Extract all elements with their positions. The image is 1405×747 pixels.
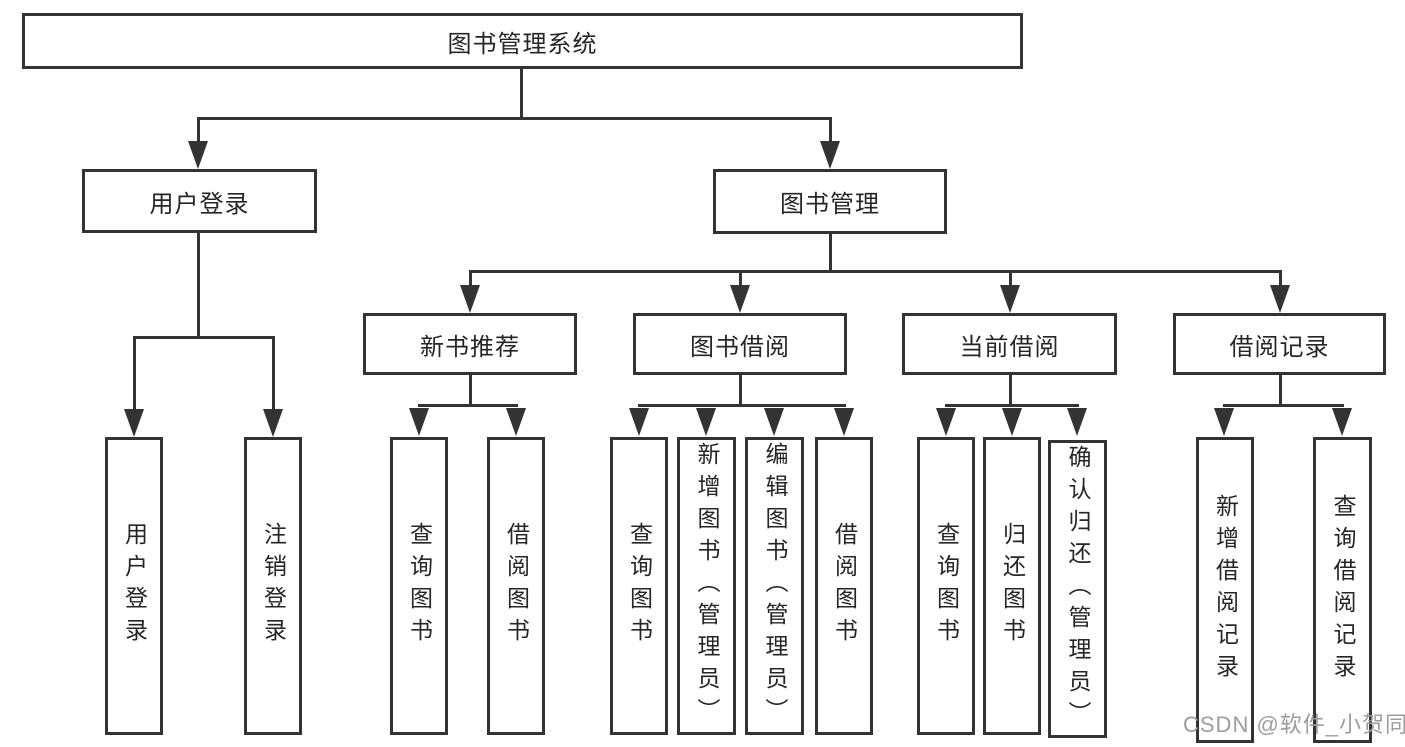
- connector-drop: [1009, 272, 1012, 287]
- connector-drop: [739, 272, 742, 287]
- connector-group-drop: [1279, 375, 1282, 406]
- node-label: 图书借阅: [690, 333, 790, 361]
- connector-drop: [197, 119, 200, 143]
- connector-drop: [272, 338, 275, 410]
- connector-user-login-drop: [197, 233, 200, 339]
- connector-group-drop: [469, 375, 472, 406]
- leaf-label: 新增借阅记录: [1212, 494, 1239, 686]
- arrow-down-icon: [1002, 408, 1022, 436]
- arrow-down-icon: [764, 408, 784, 436]
- leaf-query-books-1: 查询图书: [390, 437, 448, 735]
- arrow-down-icon: [460, 285, 480, 313]
- arrow-down-icon: [820, 141, 840, 169]
- node-label: 图书管理: [780, 191, 880, 218]
- connector-drop: [829, 119, 832, 143]
- leaf-label: 查询借阅记录: [1330, 494, 1356, 686]
- leaf-borrow-books-1: 借阅图书: [487, 437, 545, 735]
- connector-level2-junction: [197, 117, 832, 120]
- leaf-label: 新增图书（管理员）: [694, 442, 720, 730]
- connector-user-login-junction: [133, 336, 275, 339]
- leaf-label: 查询图书: [626, 522, 653, 650]
- leaf-borrow-books-2: 借阅图书: [815, 437, 873, 735]
- leaf-add-borrow-record: 新增借阅记录: [1196, 437, 1254, 743]
- csdn-watermark: CSDN @软件_小贺同学: [1183, 712, 1405, 737]
- leaf-label: 注销登录: [260, 522, 287, 650]
- connector-group-drop: [739, 375, 742, 406]
- node-label: 当前借阅: [959, 333, 1060, 361]
- leaf-label: 归还图书: [999, 522, 1026, 650]
- connector-level3-junction: [469, 270, 1282, 273]
- arrow-down-icon: [629, 408, 649, 436]
- leaf-label: 借阅图书: [503, 522, 530, 650]
- arrow-down-icon: [124, 409, 144, 437]
- leaf-query-borrow-record: 查询借阅记录: [1313, 437, 1372, 743]
- leaf-query-books-2: 查询图书: [610, 437, 668, 735]
- arrow-down-icon: [1214, 408, 1234, 436]
- leaf-label: 用户登录: [121, 522, 148, 650]
- arrow-down-icon: [834, 408, 854, 436]
- arrow-down-icon: [1000, 285, 1020, 313]
- arrow-down-icon: [730, 285, 750, 313]
- connector-drop: [1279, 272, 1282, 287]
- leaf-label: 确认归还（管理员）: [1065, 445, 1091, 733]
- arrow-down-icon: [263, 409, 283, 437]
- connector-group-drop: [1009, 375, 1012, 406]
- arrow-down-icon: [409, 408, 429, 436]
- connector-group-junction: [418, 404, 518, 407]
- arrow-down-icon: [1270, 285, 1290, 313]
- leaf-confirm-return-admin: 确认归还（管理员）: [1048, 440, 1107, 738]
- leaf-user-login: 用户登录: [105, 437, 163, 735]
- leaf-logout: 注销登录: [244, 437, 302, 735]
- leaf-edit-books-admin: 编辑图书（管理员）: [745, 437, 804, 735]
- connector-group-junction: [945, 404, 1079, 407]
- node-book-borrowing: 图书借阅: [633, 313, 847, 375]
- connector-drop: [133, 338, 136, 410]
- leaf-return-books: 归还图书: [983, 437, 1041, 735]
- leaf-label: 查询图书: [406, 522, 433, 650]
- arrow-down-icon: [1067, 408, 1087, 436]
- node-label: 图书管理系统: [447, 30, 598, 58]
- arrow-down-icon: [188, 141, 208, 169]
- leaf-label: 编辑图书（管理员）: [762, 442, 788, 730]
- node-label: 用户登录: [149, 190, 250, 218]
- leaf-label: 借阅图书: [831, 522, 858, 650]
- node-label: 借阅记录: [1229, 333, 1330, 361]
- connector-group-junction: [638, 404, 846, 407]
- leaf-query-books-3: 查询图书: [917, 437, 975, 735]
- node-current-borrowing: 当前借阅: [902, 313, 1117, 375]
- node-borrowing-records: 借阅记录: [1173, 313, 1386, 375]
- arrow-down-icon: [936, 408, 956, 436]
- node-library-management-system: 图书管理系统: [22, 13, 1023, 69]
- leaf-label: 查询图书: [933, 522, 960, 650]
- connector-drop: [469, 272, 472, 287]
- connector-book-mgmt-drop: [829, 233, 832, 272]
- arrow-down-icon: [1332, 408, 1352, 436]
- node-book-management: 图书管理: [713, 169, 947, 234]
- node-label: 新书推荐: [420, 333, 520, 361]
- connector-root-drop: [520, 69, 523, 120]
- node-new-book-recommendation: 新书推荐: [363, 313, 577, 375]
- arrow-down-icon: [506, 408, 526, 436]
- arrow-down-icon: [696, 408, 716, 436]
- leaf-add-books-admin: 新增图书（管理员）: [677, 437, 736, 735]
- connector-group-junction: [1223, 404, 1344, 407]
- node-user-login: 用户登录: [82, 169, 317, 233]
